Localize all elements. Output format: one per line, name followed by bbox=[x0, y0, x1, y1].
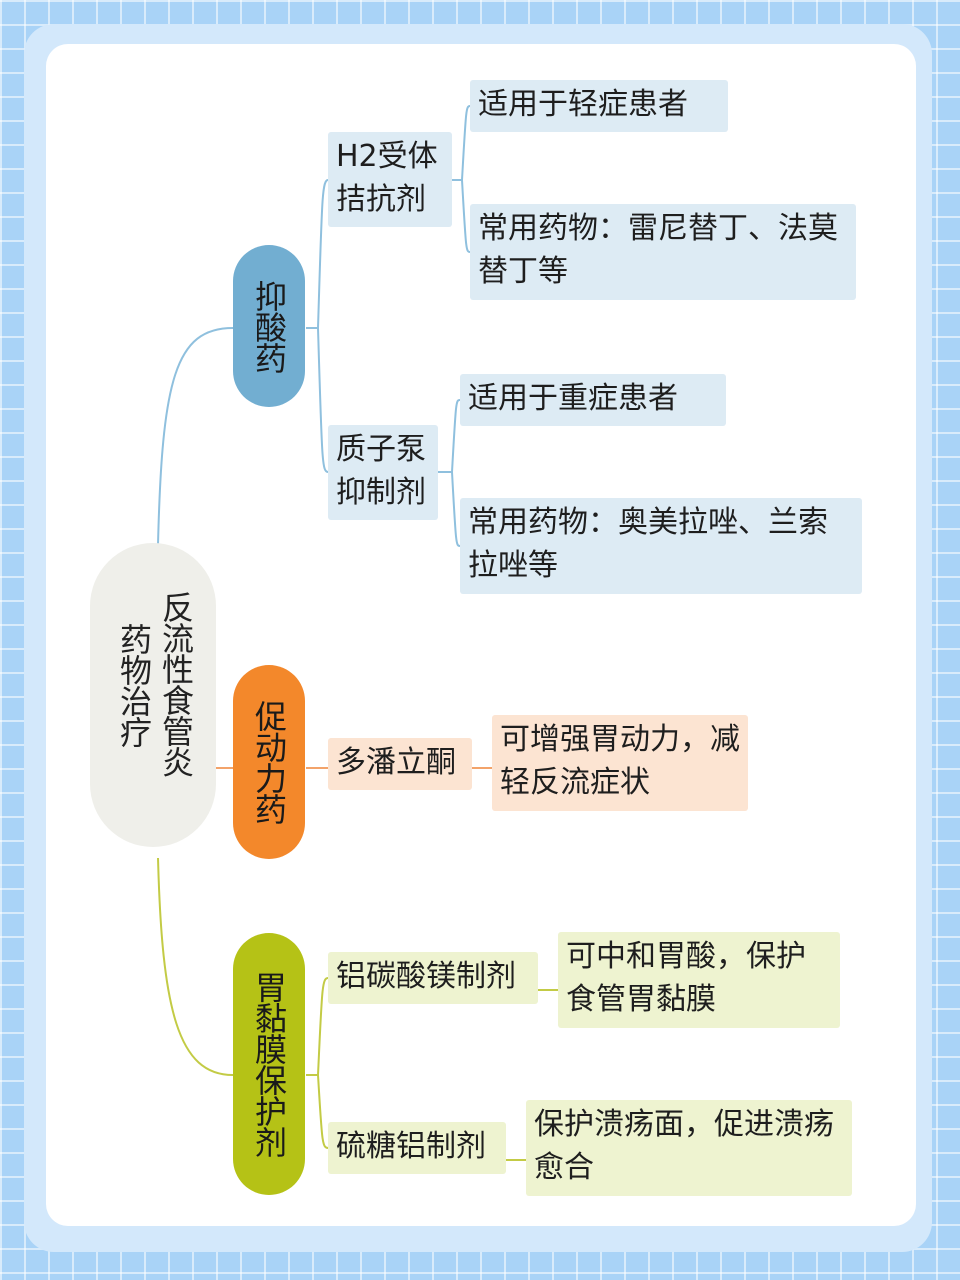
node-hydrotalcite: 铝碳酸镁制剂 bbox=[328, 952, 538, 1004]
node-ppi: 质子泵抑制剂 bbox=[328, 425, 438, 520]
detail-hydrotalcite-effect: 可中和胃酸，保护食管胃黏膜 bbox=[558, 932, 840, 1028]
detail-h2-drugs: 常用药物：雷尼替丁、法莫替丁等 bbox=[470, 204, 856, 300]
detail-ppi-drugs: 常用药物：奥美拉唑、兰索拉唑等 bbox=[460, 498, 862, 594]
branch-prokinetic: 促动力药 bbox=[233, 665, 305, 859]
branch-label: 抑酸药 bbox=[250, 279, 288, 373]
root-subtitle: 药物治疗 bbox=[115, 623, 153, 747]
root-node: 反流性食管炎 药物治疗 bbox=[90, 543, 216, 847]
detail-domperidone-effect: 可增强胃动力，减轻反流症状 bbox=[492, 715, 748, 811]
branch-label: 胃黏膜保护剂 bbox=[250, 971, 288, 1157]
detail-mild-patients: 适用于轻症患者 bbox=[470, 80, 728, 132]
node-h2-antagonist: H2受体拮抗剂 bbox=[328, 132, 452, 227]
node-sucralfate: 硫糖铝制剂 bbox=[328, 1122, 506, 1174]
detail-severe-patients: 适用于重症患者 bbox=[460, 374, 726, 426]
node-domperidone: 多潘立酮 bbox=[328, 738, 472, 790]
root-title: 反流性食管炎 bbox=[157, 591, 195, 777]
branch-label: 促动力药 bbox=[250, 700, 288, 824]
detail-sucralfate-effect: 保护溃疡面，促进溃疡愈合 bbox=[526, 1100, 852, 1196]
branch-acid-suppressant: 抑酸药 bbox=[233, 245, 305, 407]
branch-mucosal-protectant: 胃黏膜保护剂 bbox=[233, 933, 305, 1195]
